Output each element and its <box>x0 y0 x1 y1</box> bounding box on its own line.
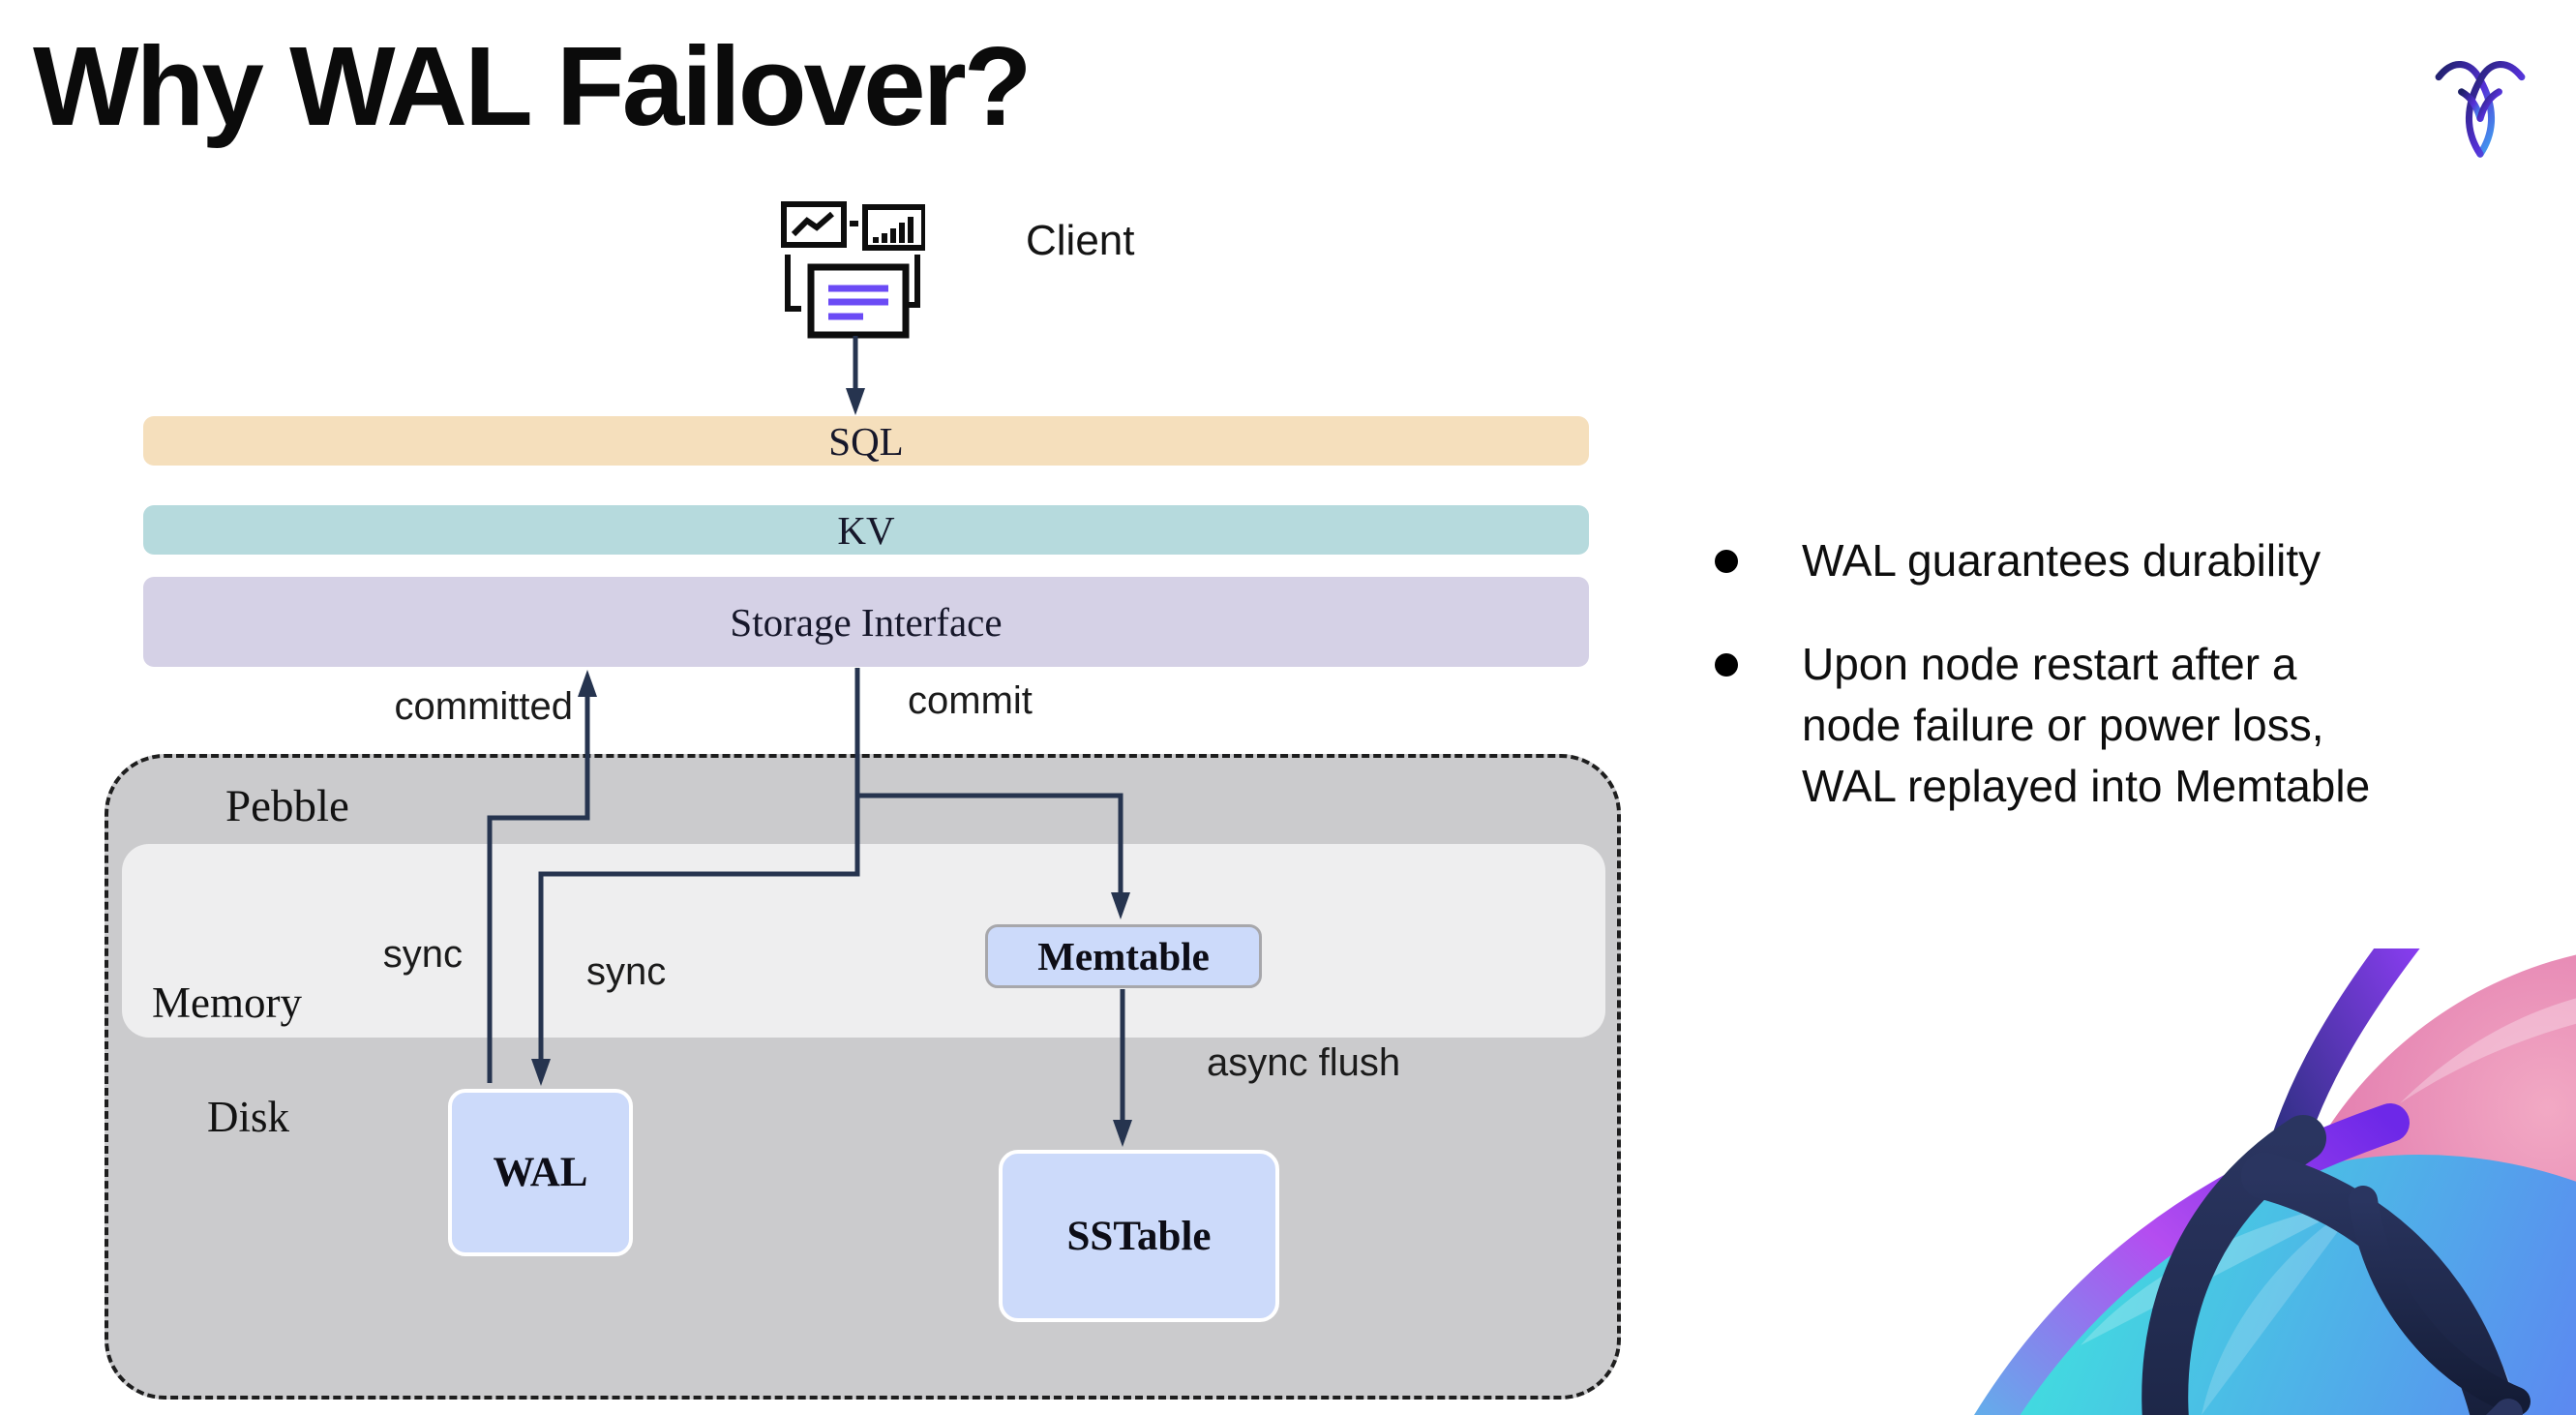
list-item: WAL guarantees durability <box>1715 530 2547 591</box>
brand-sheen <box>2400 998 2576 1103</box>
edge-label-sync-right: sync <box>586 950 667 993</box>
disk-label: Disk <box>207 1093 290 1141</box>
bullet-text: Upon node restart after a node failure o… <box>1802 639 2371 812</box>
page-title: Why WAL Failover? <box>33 23 1033 149</box>
client-dashboard-icon <box>781 201 925 339</box>
cockroachdb-logo-icon <box>2435 61 2526 158</box>
bullet-text: WAL guarantees durability <box>1802 535 2321 586</box>
arrowhead-into-wal <box>531 1059 551 1086</box>
node-sstable: SSTable <box>999 1150 1279 1322</box>
bullet-list: WAL guarantees durability Upon node rest… <box>1715 530 2547 859</box>
cockroachdb-brand-art <box>1974 948 2576 1415</box>
node-wal: WAL <box>448 1089 633 1256</box>
layer-sql-label: SQL <box>828 418 904 464</box>
edge-commit-branch-to-memtable <box>857 793 1123 892</box>
node-memtable: Memtable <box>985 924 1262 988</box>
node-memtable-label: Memtable <box>1037 934 1210 978</box>
connector-lines <box>487 336 1132 1147</box>
edge-commit-storage-to-wal <box>538 668 860 1059</box>
layer-kv: KV <box>143 505 1589 555</box>
arrowhead-into-storage <box>578 670 597 697</box>
edge-label-sync-left: sync <box>382 933 463 976</box>
edge-label-committed: committed <box>394 685 574 728</box>
memory-band <box>122 844 1605 1038</box>
bullet-dot <box>1715 550 1738 573</box>
pebble-label: Pebble <box>225 781 349 831</box>
arrowhead-into-sql <box>846 388 865 415</box>
arrowhead-into-sstable <box>1113 1120 1132 1147</box>
arrowhead-into-memtable <box>1111 892 1130 919</box>
memory-label: Memory <box>152 978 302 1027</box>
node-sstable-label: SSTable <box>1066 1213 1212 1259</box>
client-label: Client <box>1026 217 1135 264</box>
layer-sql: SQL <box>143 416 1589 466</box>
edge-label-async-flush: async flush <box>1207 1041 1401 1084</box>
node-wal-label: WAL <box>493 1150 588 1195</box>
layer-kv-label: KV <box>837 507 895 553</box>
bullet-dot <box>1715 653 1738 677</box>
brand-roach-body <box>2142 1115 2531 1415</box>
edge-label-commit: commit <box>908 679 1033 722</box>
list-item: Upon node restart after a node failure o… <box>1715 634 2547 817</box>
layer-storage-interface-label: Storage Interface <box>730 599 1003 645</box>
edge-committed-wal-to-storage <box>487 693 590 1083</box>
layer-storage-interface: Storage Interface <box>143 577 1589 667</box>
